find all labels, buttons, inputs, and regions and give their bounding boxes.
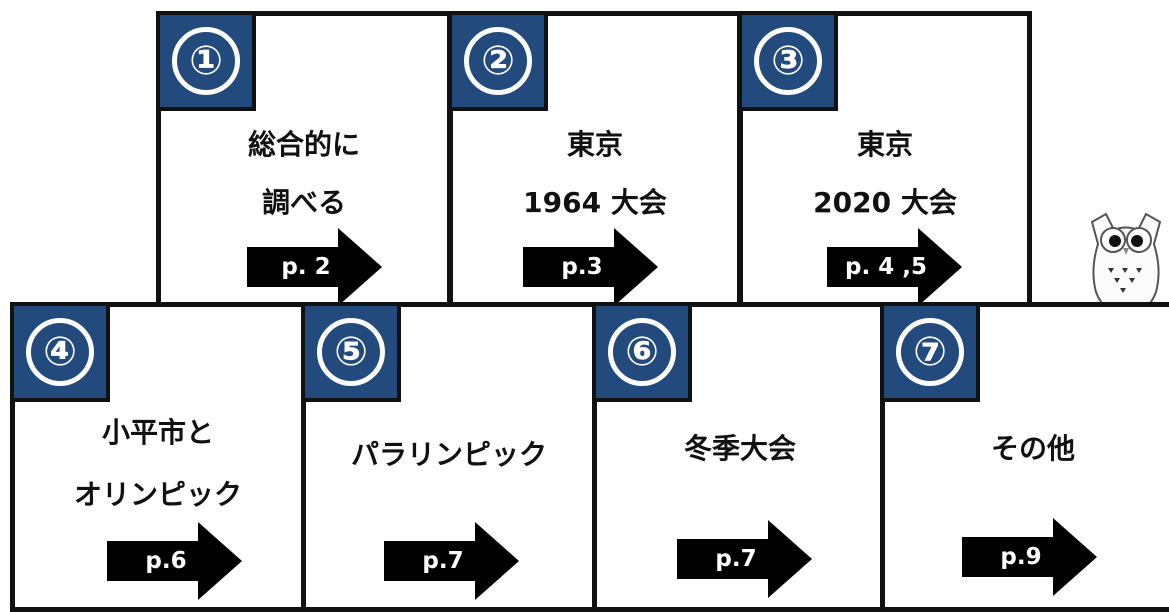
card-title: 東京 1964 大会 — [453, 116, 737, 232]
number-badge: ⑥ — [592, 302, 692, 402]
page-label: p. 4 ,5 — [845, 254, 927, 280]
title-line: 東京 — [566, 128, 623, 161]
number-badge: ① — [156, 11, 256, 111]
title-line: 1964 大会 — [523, 186, 667, 219]
title-line: 調べる — [261, 186, 346, 219]
page-label: p.7 — [715, 546, 757, 572]
card-title: その他 — [885, 429, 1169, 469]
badge-number: ① — [172, 27, 240, 95]
arrow-shaft — [107, 541, 200, 581]
page-link-arrow[interactable]: p.7 — [677, 520, 812, 598]
card-4[interactable]: ④ 小平市と オリンピック p.6 — [10, 302, 306, 612]
page-link-arrow[interactable]: p.9 — [962, 518, 1097, 596]
card-title: 総合的に 調べる — [161, 116, 447, 232]
page-label: p.6 — [145, 548, 187, 574]
card-title: 東京 2020 大会 — [743, 116, 1027, 232]
badge-number: ⑤ — [317, 318, 385, 386]
arrow-icon — [475, 522, 519, 600]
card-7[interactable]: ⑦ その他 p.9 — [880, 302, 1169, 612]
arrow-icon — [1053, 518, 1097, 596]
badge-number: ③ — [754, 27, 822, 95]
arrow-icon — [768, 520, 812, 598]
number-badge: ③ — [738, 11, 838, 111]
card-6[interactable]: ⑥ 冬季大会 p.7 — [592, 302, 888, 612]
page-link-arrow[interactable]: p.7 — [384, 522, 519, 600]
title-line: パラリンピック — [350, 438, 547, 471]
title-line: オリンピック — [73, 478, 242, 511]
badge-number: ② — [464, 27, 532, 95]
number-badge: ⑤ — [301, 302, 401, 402]
page-link-arrow[interactable]: p.3 — [523, 228, 658, 306]
number-badge: ④ — [10, 302, 110, 402]
card-title: 小平市と オリンピック — [15, 402, 301, 526]
page-label: p.3 — [561, 254, 603, 280]
arrow-icon — [918, 228, 962, 306]
card-3[interactable]: ③ 東京 2020 大会 p. 4 ,5 — [738, 11, 1032, 307]
page-label: p.7 — [422, 548, 464, 574]
card-2[interactable]: ② 東京 1964 大会 p.3 — [448, 11, 742, 307]
card-1[interactable]: ① 総合的に 調べる p. 2 — [156, 11, 452, 307]
badge-number: ④ — [26, 318, 94, 386]
card-5[interactable]: ⑤ パラリンピック p.7 — [301, 302, 597, 612]
page-label: p.9 — [1000, 544, 1042, 570]
page-link-arrow[interactable]: p. 4 ,5 — [827, 228, 962, 306]
page-link-arrow[interactable]: p.6 — [107, 522, 242, 600]
title-line: 東京 — [856, 128, 913, 161]
arrow-icon — [614, 228, 658, 306]
page-link-arrow[interactable]: p. 2 — [247, 228, 382, 306]
arrow-shaft — [384, 541, 477, 581]
arrow-shaft — [677, 539, 770, 579]
arrow-shaft — [247, 247, 340, 287]
card-title: 冬季大会 — [597, 429, 883, 469]
title-line: 総合的に — [247, 128, 360, 161]
title-line: 2020 大会 — [813, 186, 957, 219]
arrow-shaft — [962, 537, 1055, 577]
title-line: 冬季大会 — [683, 432, 796, 465]
page-label: p. 2 — [281, 254, 331, 280]
card-title: パラリンピック — [306, 435, 592, 475]
arrow-icon — [338, 228, 382, 306]
number-badge: ② — [448, 11, 548, 111]
arrow-icon — [198, 522, 242, 600]
title-line: その他 — [990, 432, 1075, 465]
badge-number: ⑥ — [608, 318, 676, 386]
title-line: 小平市と — [101, 416, 214, 449]
badge-number: ⑦ — [896, 318, 964, 386]
arrow-shaft — [523, 247, 616, 287]
number-badge: ⑦ — [880, 302, 980, 402]
arrow-shaft — [827, 247, 920, 287]
